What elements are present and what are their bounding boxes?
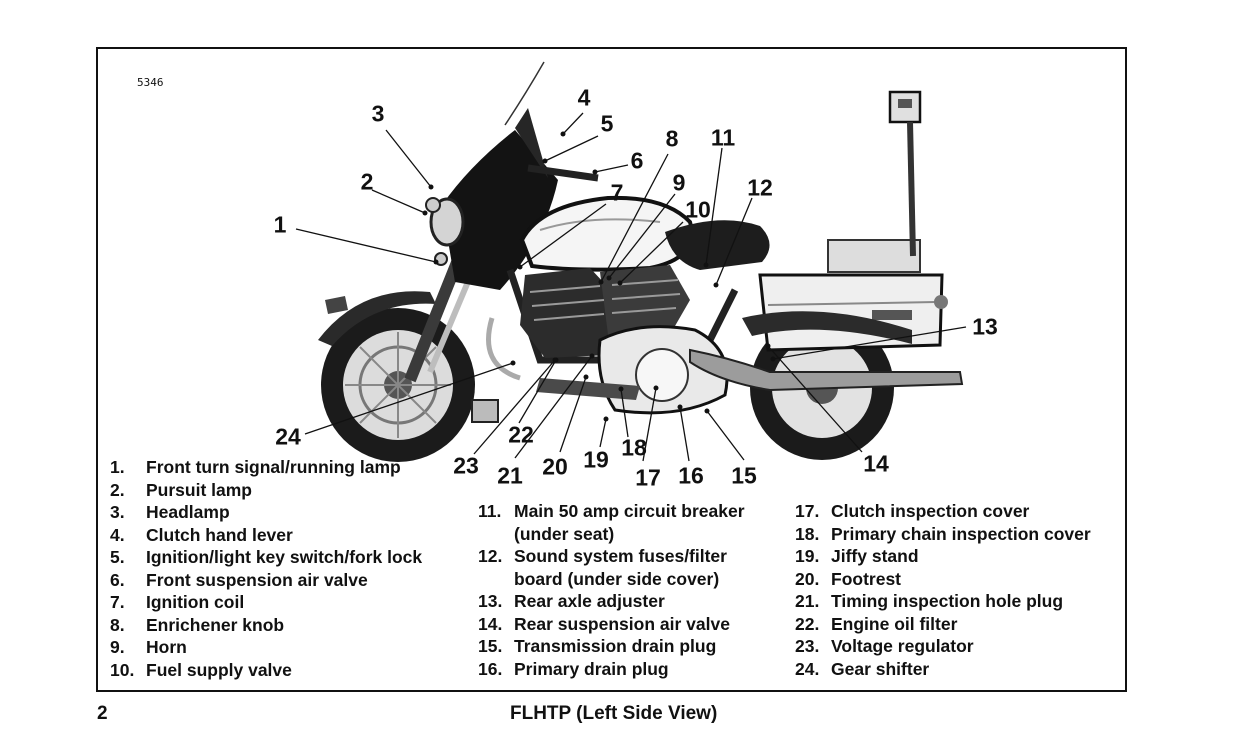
callout-12: 12	[747, 174, 773, 201]
legend-item: 17.Clutch inspection cover	[795, 501, 1030, 521]
legend-column-2: 11.Main 50 amp circuit breaker (under se…	[478, 500, 745, 680]
legend-item: 8.Enrichener knob	[110, 614, 285, 635]
figure-frame	[96, 47, 1127, 692]
figure-caption: FLHTP (Left Side View)	[510, 703, 718, 724]
callout-23: 23	[453, 452, 479, 479]
legend-item-continuation: (under seat)	[514, 523, 615, 544]
legend-item: 21.Timing inspection hole plug	[795, 591, 1064, 611]
callout-20: 20	[542, 453, 568, 480]
legend-item: 2.Pursuit lamp	[110, 479, 252, 500]
legend-item: 5.Ignition/light key switch/fork lock	[110, 547, 423, 567]
legend-item: 7.Ignition coil	[110, 592, 245, 612]
callout-8: 8	[665, 125, 679, 152]
callout-11: 11	[710, 124, 736, 151]
legend-item: 13.Rear axle adjuster	[478, 591, 665, 611]
legend-item: 20.Footrest	[795, 568, 901, 589]
callout-16: 16	[678, 462, 704, 489]
page-number: 2	[97, 703, 108, 724]
legend-item: 1.Front turn signal/running lamp	[110, 457, 401, 477]
legend-item: 19.Jiffy stand	[795, 546, 919, 566]
legend-item: 24.Gear shifter	[795, 658, 930, 679]
callout-6: 6	[630, 147, 644, 174]
legend-item: 22.Engine oil filter	[795, 613, 958, 634]
legend-item: 6.Front suspension air valve	[110, 569, 368, 590]
legend-item: 11.Main 50 amp circuit breaker	[478, 501, 745, 521]
legend-item: 9.Horn	[110, 637, 187, 657]
legend-item: 3.Headlamp	[110, 502, 230, 522]
callout-21: 21	[497, 462, 523, 489]
callout-1: 1	[273, 211, 287, 238]
legend-item: 14.Rear suspension air valve	[478, 613, 730, 634]
legend-item: 18.Primary chain inspection cover	[795, 523, 1091, 544]
legend-item-continuation: board (under side cover)	[514, 568, 720, 589]
callout-17: 17	[635, 464, 661, 491]
callout-22: 22	[508, 421, 534, 448]
callout-2: 2	[360, 168, 374, 195]
callout-10: 10	[685, 196, 711, 223]
callout-18: 18	[621, 434, 647, 461]
callout-9: 9	[672, 169, 686, 196]
legend-item: 15.Transmission drain plug	[478, 636, 717, 656]
leader-lines	[295, 112, 967, 462]
legend-column-1: 1.Front turn signal/running lamp 2.Pursu…	[110, 456, 422, 681]
callout-24: 24	[275, 423, 301, 450]
figure-id: 5346	[137, 76, 164, 89]
callout-14: 14	[863, 450, 889, 477]
callout-13: 13	[972, 313, 998, 340]
legend-column-3: 17.Clutch inspection cover 18.Primary ch…	[795, 500, 1091, 680]
callout-3: 3	[371, 100, 385, 127]
legend-item: 12.Sound system fuses/filter	[478, 546, 727, 566]
legend-item: 4.Clutch hand lever	[110, 524, 293, 545]
callout-7: 7	[610, 179, 624, 206]
motorcycle-illustration	[318, 61, 964, 462]
legend-item: 10.Fuel supply valve	[110, 659, 292, 680]
callout-15: 15	[731, 462, 757, 489]
legend-item: 16.Primary drain plug	[478, 658, 669, 679]
callout-4: 4	[577, 84, 591, 111]
legend-item: 23.Voltage regulator	[795, 636, 974, 656]
callout-19: 19	[583, 446, 609, 473]
callout-5: 5	[600, 110, 614, 137]
